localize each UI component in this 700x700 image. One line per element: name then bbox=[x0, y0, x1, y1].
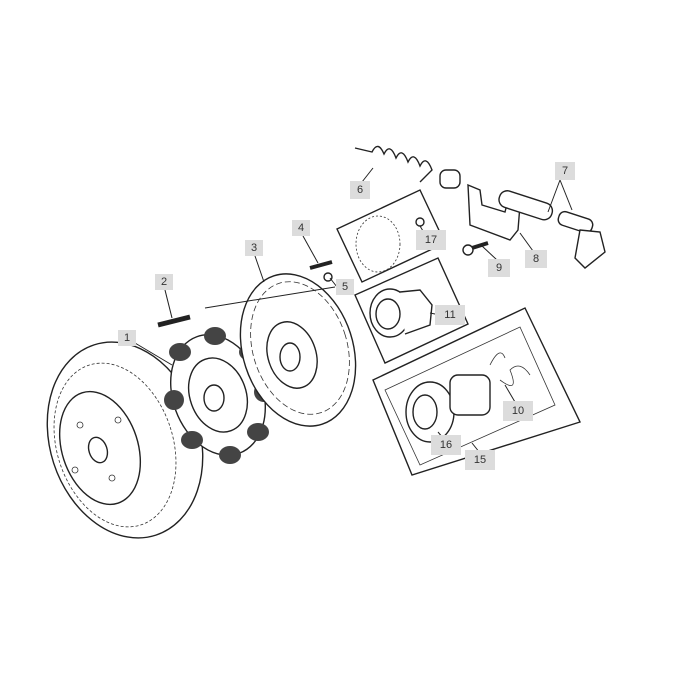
bolt bbox=[462, 241, 489, 256]
callout-10: 10 bbox=[503, 401, 533, 421]
svg-text:17: 17 bbox=[425, 234, 437, 246]
callout-11: 11 bbox=[435, 305, 465, 325]
callout-1: 1 bbox=[118, 330, 136, 346]
svg-text:15: 15 bbox=[474, 454, 486, 466]
svg-text:6: 6 bbox=[357, 184, 363, 196]
svg-text:11: 11 bbox=[444, 309, 455, 321]
stud bbox=[157, 314, 191, 328]
bolt bbox=[309, 260, 333, 282]
svg-text:3: 3 bbox=[251, 242, 257, 254]
callout-6: 6 bbox=[350, 181, 370, 199]
svg-text:7: 7 bbox=[562, 165, 568, 177]
callout-17: 17 bbox=[416, 230, 446, 250]
callout-7: 7 bbox=[555, 162, 575, 180]
callout-4: 4 bbox=[292, 220, 310, 236]
pressure-plate bbox=[239, 273, 357, 427]
callout-16: 16 bbox=[431, 435, 461, 455]
release-shaft bbox=[557, 210, 606, 269]
svg-text:10: 10 bbox=[512, 405, 524, 417]
callout-15: 15 bbox=[465, 450, 495, 470]
callout-9: 9 bbox=[488, 259, 510, 277]
callout-5: 5 bbox=[336, 279, 354, 295]
release-fork-bracket bbox=[467, 183, 554, 241]
svg-text:2: 2 bbox=[161, 276, 167, 288]
flywheel bbox=[46, 341, 204, 539]
svg-text:9: 9 bbox=[496, 262, 502, 274]
svg-text:16: 16 bbox=[440, 439, 452, 451]
kit-box-15 bbox=[372, 307, 581, 476]
svg-text:1: 1 bbox=[124, 332, 130, 344]
callout-8: 8 bbox=[525, 250, 547, 268]
svg-text:4: 4 bbox=[298, 222, 304, 234]
svg-text:8: 8 bbox=[533, 253, 539, 265]
callout-3: 3 bbox=[245, 240, 263, 256]
svg-text:5: 5 bbox=[342, 281, 348, 293]
spring bbox=[354, 145, 433, 183]
bushing bbox=[439, 169, 461, 189]
kit-box-11 bbox=[354, 257, 469, 364]
callout-2: 2 bbox=[155, 274, 173, 290]
